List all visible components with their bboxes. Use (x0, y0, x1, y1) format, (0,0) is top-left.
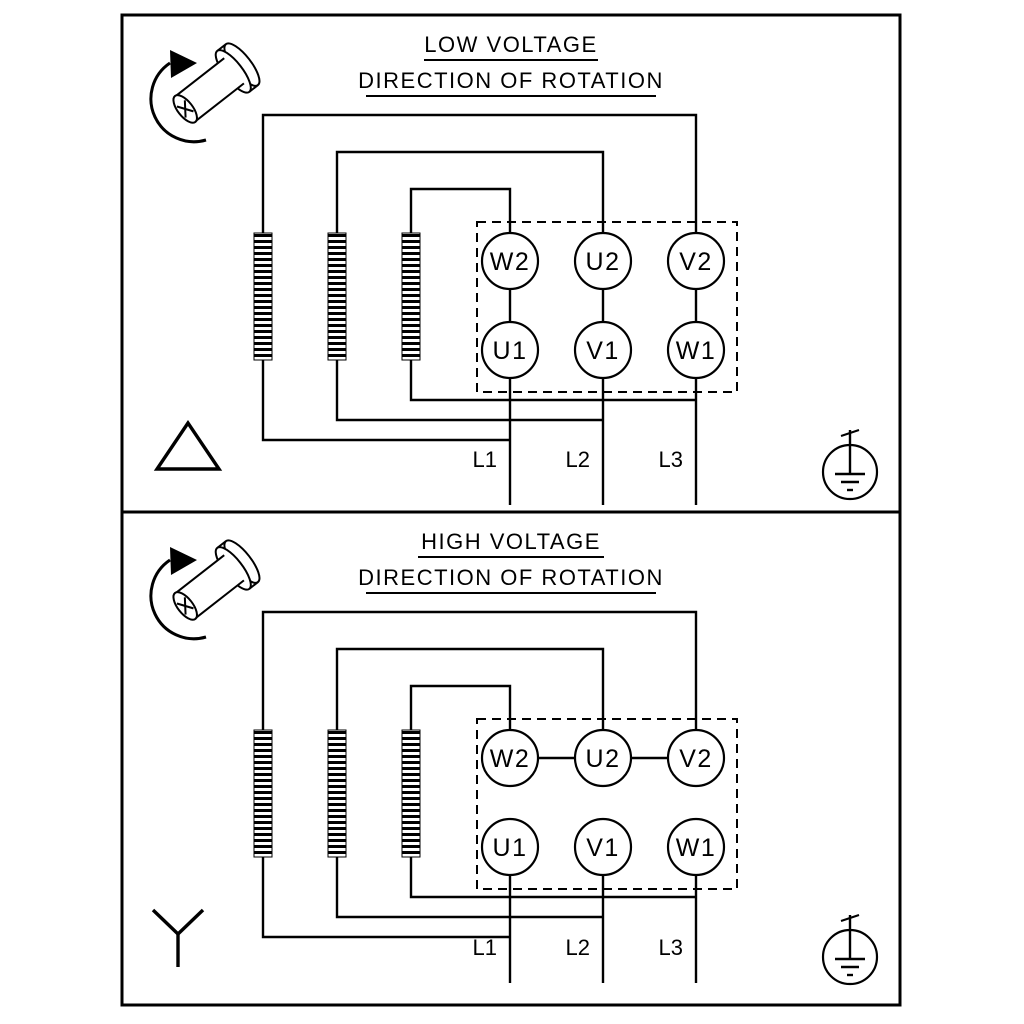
shaft-edge-top (174, 57, 225, 98)
terminal-v2: V2 (666, 728, 726, 788)
terminal-label: V2 (679, 745, 713, 773)
winding-coil-2 (327, 729, 347, 858)
terminal-circle (480, 728, 540, 788)
low-voltage-panel: LOW VOLTAGE DIRECTION OF ROTATION (149, 32, 879, 505)
panel-subtitle: DIRECTION OF ROTATION (358, 565, 664, 590)
terminal-v1: V1 (573, 320, 633, 380)
winding-wire-top-2 (335, 150, 605, 233)
terminal-label: U2 (586, 745, 621, 773)
terminal-circle (480, 817, 540, 877)
terminal-u1: U1 (480, 817, 540, 877)
terminal-circle (480, 320, 540, 380)
protective-earth-icon (821, 914, 879, 986)
stator-coils (253, 232, 421, 361)
star-arm-left (151, 908, 180, 936)
terminal-circle (480, 231, 540, 291)
terminal-circle (573, 728, 633, 788)
rotation-arrow-head (170, 50, 197, 78)
earth-terminal-tick (840, 914, 860, 922)
terminal-circle (666, 320, 726, 380)
terminal-v2: V2 (666, 231, 726, 291)
line-label-l1: L1 (473, 447, 497, 472)
winding-wire-top-1 (261, 610, 698, 730)
terminal-circle (666, 817, 726, 877)
terminal-u2: U2 (573, 728, 633, 788)
winding-wire-bottom-2 (335, 857, 603, 919)
winding-wire-bottom-1 (261, 857, 510, 939)
winding-wire-bottom-3 (409, 360, 696, 402)
terminal-circle (666, 728, 726, 788)
terminal-circle (666, 231, 726, 291)
terminal-label: V2 (679, 248, 713, 276)
panel-title: LOW VOLTAGE (424, 32, 597, 57)
terminal-label: U1 (493, 337, 528, 365)
terminal-circle (573, 817, 633, 877)
line-label-l3: L3 (659, 447, 683, 472)
winding-wire-bottom-2 (335, 360, 603, 422)
stator-coils (253, 729, 421, 858)
terminal-w1: W1 (666, 817, 726, 877)
shaft-body (172, 539, 261, 621)
terminal-circle (573, 320, 633, 380)
terminal-circle (573, 231, 633, 291)
terminal-w2: W2 (480, 728, 540, 788)
line-label-l3: L3 (659, 935, 683, 960)
high-voltage-panel: HIGH VOLTAGE DIRECTION OF ROTATION (149, 529, 879, 986)
winding-wire-top-3 (409, 187, 512, 233)
shaft-body (172, 42, 261, 124)
terminal-label: W1 (676, 337, 717, 365)
terminal-u1: U1 (480, 320, 540, 380)
earth-terminal-tick (840, 429, 860, 437)
shaft-edge-bottom (194, 579, 245, 620)
terminal-label: U1 (493, 834, 528, 862)
terminal-w1: W1 (666, 320, 726, 380)
protective-earth-icon (821, 429, 879, 501)
winding-coil-1 (253, 729, 273, 858)
shaft-edge-bottom (194, 82, 245, 123)
terminal-label: W2 (490, 745, 531, 773)
delta-connection-icon (153, 419, 223, 471)
rotation-arrow-head (170, 547, 197, 575)
rotation-arrow-arc (149, 61, 207, 144)
terminal-label: V1 (586, 337, 620, 365)
terminal-w2: W2 (480, 231, 540, 291)
line-label-l1: L1 (473, 935, 497, 960)
terminal-box (476, 718, 738, 890)
shaft-center-mark (176, 597, 194, 615)
winding-wire-top-3 (409, 684, 512, 730)
terminal-label: U2 (586, 248, 621, 276)
terminal-box (476, 221, 738, 393)
star-connection-icon (151, 908, 205, 967)
shaft-rotation-icon (149, 42, 261, 144)
rotation-arrow-arc (149, 558, 207, 641)
winding-coil-2 (327, 232, 347, 361)
star-arm-right (176, 908, 205, 936)
diagram-border (120, 13, 902, 1007)
terminal-label: W2 (490, 248, 531, 276)
line-label-l2: L2 (566, 935, 590, 960)
winding-wire-top-1 (261, 113, 698, 233)
shaft-center-mark (176, 100, 194, 118)
terminal-label: V1 (586, 834, 620, 862)
terminal-v1: V1 (573, 817, 633, 877)
winding-coil-1 (253, 232, 273, 361)
line-label-l2: L2 (566, 447, 590, 472)
panel-title: HIGH VOLTAGE (421, 529, 601, 554)
shaft-rotation-icon (149, 539, 261, 641)
terminal-label: W1 (676, 834, 717, 862)
winding-wire-bottom-3 (409, 857, 696, 899)
panel-subtitle: DIRECTION OF ROTATION (358, 68, 664, 93)
terminal-u2: U2 (573, 231, 633, 291)
winding-wire-bottom-1 (261, 360, 510, 442)
shaft-edge-top (174, 554, 225, 595)
winding-wire-top-2 (335, 647, 605, 730)
winding-coil-3 (401, 729, 421, 858)
winding-coil-3 (401, 232, 421, 361)
